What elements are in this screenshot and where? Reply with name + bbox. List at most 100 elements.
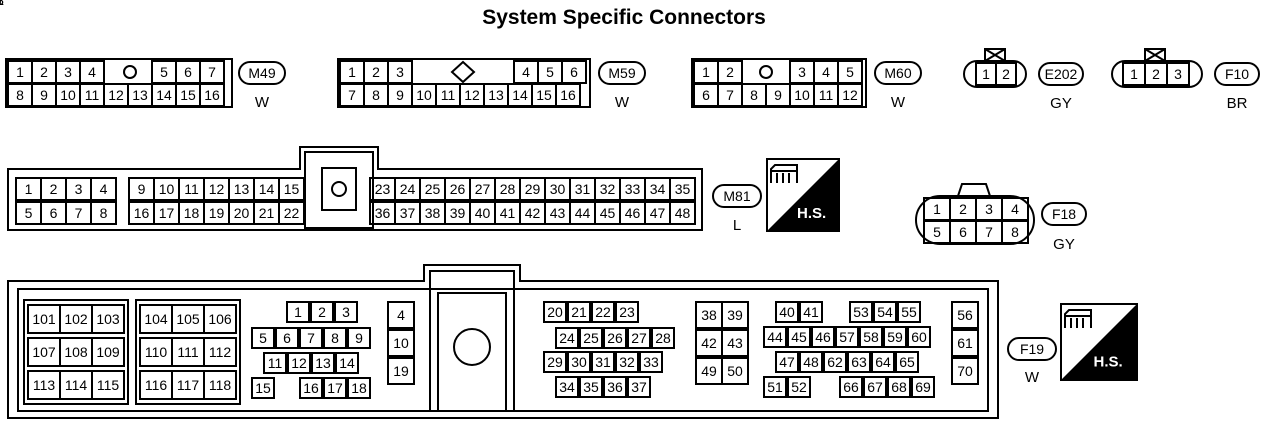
pin-number: 46 [815,329,831,345]
pin-number: 14 [512,87,528,103]
pin-number: 39 [727,307,743,323]
pin-box [91,337,125,367]
pin-box [591,301,615,323]
pin-number: 104 [144,311,168,327]
pin-number: 44 [767,329,783,345]
pin-number: 1 [1130,66,1138,82]
pin-box [799,351,823,373]
pin-box [799,301,823,323]
pin-number: 65 [899,354,915,370]
pin-number: 63 [851,354,867,370]
post-hole-icon [453,328,491,366]
pin-number: 18 [351,380,367,396]
connector-id: F19 [1020,341,1044,357]
pin-number: 32 [600,181,616,197]
pin-number: 45 [791,329,807,345]
keyway-circle-icon [759,65,773,79]
pin-number: 56 [957,307,973,323]
pin-number: 52 [791,379,807,395]
pin-number: 11 [268,355,283,371]
pin-box [859,326,883,348]
connector-id: M81 [723,188,750,204]
pin-group-frame [135,299,241,405]
pin-number: 61 [957,335,973,351]
pin-box [839,376,863,398]
pin-box [911,376,935,398]
pin-box [347,327,371,349]
pin-number: 34 [559,379,575,395]
pin-number: 38 [701,307,717,323]
pin-number: 39 [450,205,466,221]
pin-number: 15 [180,87,196,103]
pin-number: 31 [575,181,591,197]
pin-number: 2 [0,0,4,8]
pin-box [567,351,591,373]
latch-cross-icon [984,48,1006,62]
pin-number: 70 [957,363,973,379]
pin-box [721,301,749,329]
pin-number: 1 [16,64,24,80]
pin-box [251,377,275,399]
pin-number: 118 [209,377,232,393]
wire-color: W [255,94,270,111]
pin-box [951,329,979,357]
connector-id-badge [874,61,922,85]
pin-box [567,301,591,323]
pin-box [1166,62,1190,86]
pin-number: 4 [397,307,405,323]
pin-number: 16 [134,205,150,221]
pin-number: 6 [283,330,291,346]
pin-number: 14 [339,355,355,371]
pin-box [775,301,799,323]
pin-number: 42 [701,335,717,351]
pin-box [543,351,567,373]
pin-box [887,376,911,398]
pin-number: 20 [234,205,250,221]
connector-id-badge [1007,337,1057,361]
pin-number: 41 [803,304,819,320]
pin-number: 7 [726,87,734,103]
pin-number: 50 [727,363,743,379]
pin-number: 112 [209,344,232,360]
pin-number: 12 [291,355,307,371]
latch-icon [1144,48,1166,62]
pin-box [278,177,305,201]
pin-number: 67 [867,379,883,395]
pin-number: 38 [425,205,441,221]
pin-box [387,357,415,385]
pin-number: 2 [372,64,380,80]
pin-number: 7 [985,224,993,240]
pin-number: 9 [138,181,146,197]
pin-number: 36 [375,205,391,221]
pin-number: 10 [416,87,432,103]
pin-number: 5 [25,205,33,221]
pin-box [787,326,811,348]
pin-number: 13 [132,87,148,103]
latch-icon [984,48,1006,62]
pin-box [811,326,835,348]
pin-box [199,60,225,84]
pin-box [627,376,651,398]
pin-number: 12 [464,87,480,103]
pin-box [203,304,237,334]
pin-number: 2 [1152,66,1160,82]
pin-box [311,352,335,374]
pin-number: 105 [176,311,200,327]
connector-id: M60 [884,65,911,81]
pin-box [91,370,125,400]
pin-number: 26 [450,181,466,197]
pin-box [286,301,310,323]
pin-number: 3 [985,201,993,217]
pin-number: 19 [393,363,409,379]
pin-number: 9 [355,330,363,346]
connector-id: M59 [608,65,635,81]
pin-box [334,301,358,323]
pin-number: 60 [911,329,927,345]
pin-box [543,301,567,323]
pin-number: 7 [75,205,83,221]
pin-number: 22 [595,304,611,320]
pin-number: 6 [959,224,967,240]
pin-number: 1 [702,64,710,80]
pin-box [995,62,1017,86]
pin-number: 41 [500,205,516,221]
